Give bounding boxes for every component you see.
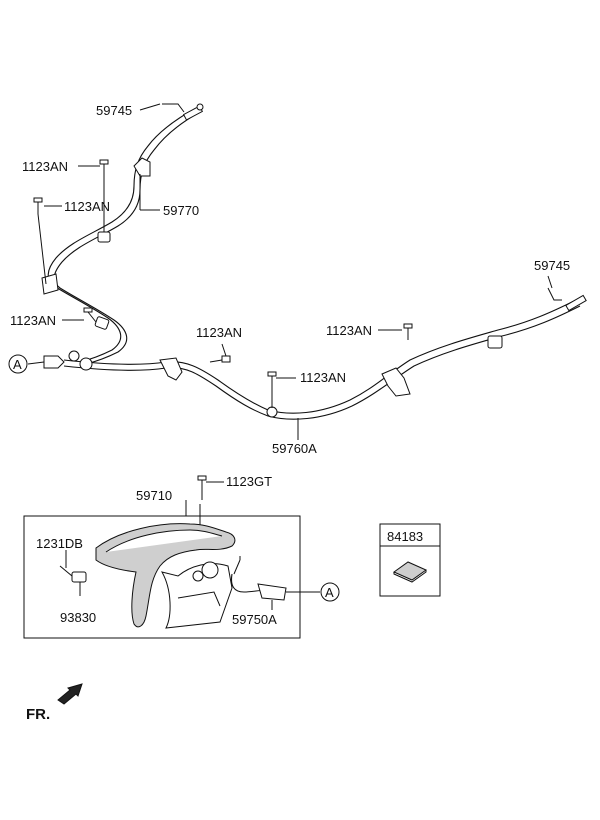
label-1123an-2: 1123AN	[64, 199, 110, 214]
label-1231db: 1231DB	[36, 536, 83, 551]
label-59750a: 59750A	[232, 612, 277, 627]
bolt-1123an-2	[33, 197, 47, 285]
label-1123gt: 1123GT	[226, 474, 272, 489]
label-1123an-5: 1123AN	[326, 323, 372, 338]
label-1123an-3: 1123AN	[10, 313, 56, 328]
label-59710: 59710	[136, 488, 172, 503]
label-59745-top: 59745	[96, 103, 132, 118]
callout-a-right-circle	[320, 582, 340, 602]
equalizer-59750a	[230, 573, 320, 610]
cable-59770	[41, 103, 204, 365]
bolt-1123an-6	[403, 323, 413, 340]
bolt-1123an-3	[83, 307, 97, 323]
parking-brake-lever	[95, 523, 241, 629]
bolt-1123an-5	[267, 371, 277, 408]
bolt-1123gt	[197, 475, 207, 500]
label-93830: 93830	[60, 610, 96, 625]
label-1123an-4: 1123AN	[196, 325, 242, 340]
label-59760a: 59760A	[272, 441, 317, 456]
cable-59760a	[43, 287, 587, 420]
front-direction-arrow-icon	[57, 683, 83, 705]
pad-84183-box	[379, 523, 441, 597]
bolt-1123an-1	[99, 159, 109, 232]
label-59770: 59770	[163, 203, 199, 218]
label-84183: 84183	[387, 529, 423, 544]
callout-a-left: A	[13, 357, 22, 372]
front-label: FR.	[26, 706, 50, 723]
label-1123an-6: 1123AN	[300, 370, 346, 385]
callout-a-right: A	[325, 585, 334, 600]
label-59745-right: 59745	[534, 258, 570, 273]
switch-93830	[59, 550, 87, 596]
callout-a-left-circle	[8, 354, 28, 374]
bolt-1123an-4	[209, 355, 231, 363]
lever-assembly-box	[23, 515, 301, 639]
label-1123an-1: 1123AN	[22, 159, 68, 174]
leader-lines	[27, 103, 553, 483]
